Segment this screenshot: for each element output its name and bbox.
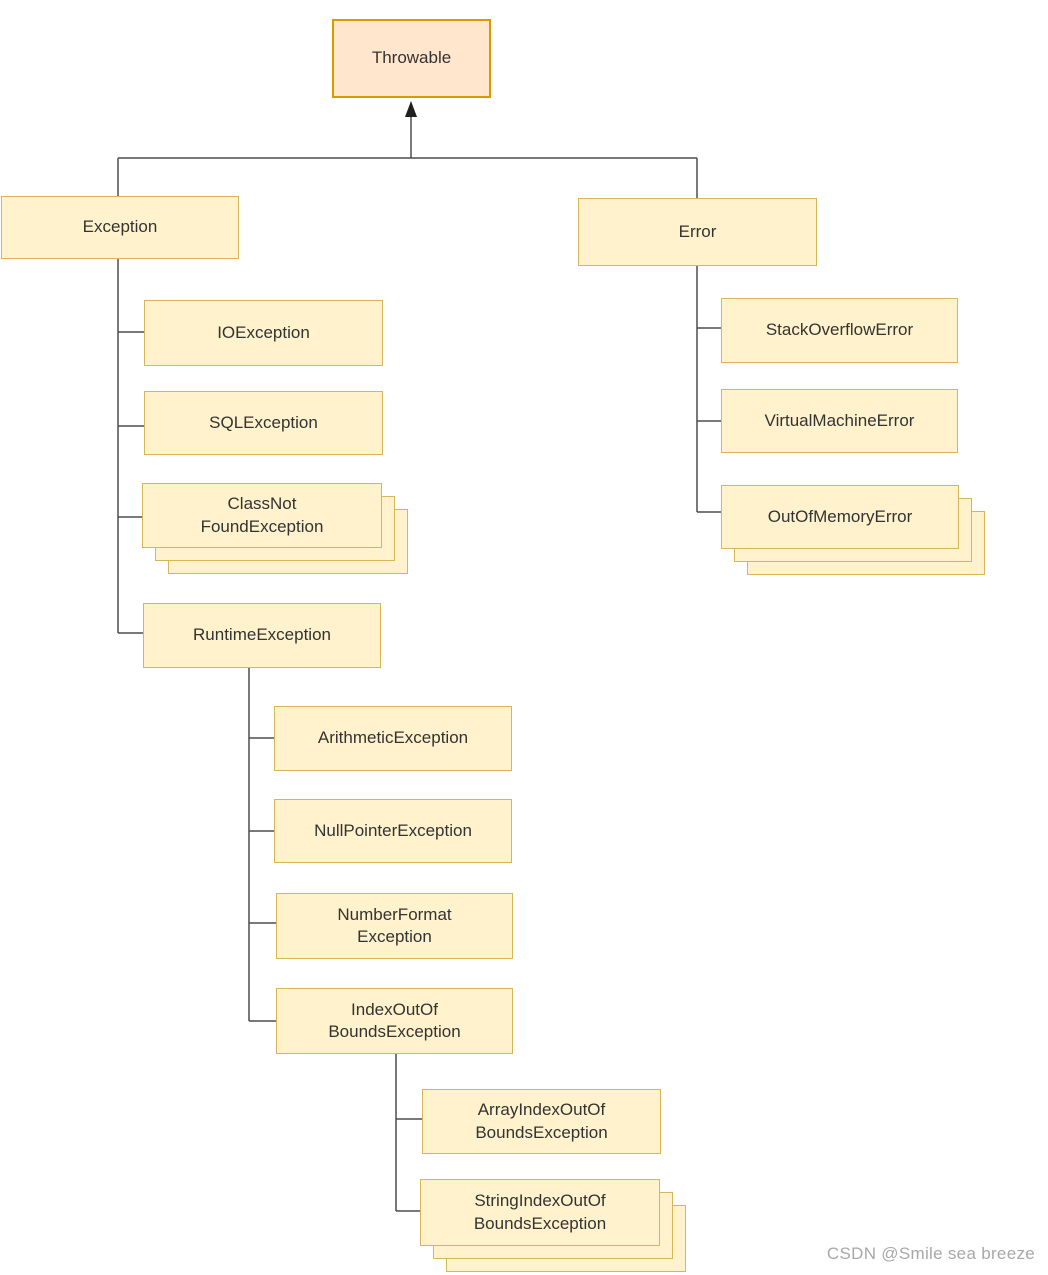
node-label: OutOfMemoryError bbox=[767, 506, 913, 526]
node-stackoverflowerror: StackOverflowError bbox=[721, 298, 958, 363]
node-nullpointerexception: NullPointerException bbox=[274, 799, 512, 863]
node-arrayindexoutofboundsexception: ArrayIndexOutOf BoundsException bbox=[422, 1089, 661, 1154]
node-indexoutofboundsexception: IndexOutOf BoundsException bbox=[276, 988, 513, 1054]
node-virtualmachineerror: VirtualMachineError bbox=[721, 389, 958, 453]
node-label: NumberFormat Exception bbox=[337, 904, 452, 946]
node-label: ClassNot FoundException bbox=[200, 494, 324, 536]
node-outofmemoryerror: OutOfMemoryError bbox=[721, 485, 985, 575]
edge-indexoutofbounds-children bbox=[395, 1054, 422, 1212]
node-label: IOException bbox=[217, 322, 310, 342]
node-error: Error bbox=[578, 198, 817, 266]
stacked-card-front: StringIndexOutOf BoundsException bbox=[420, 1179, 660, 1246]
node-label: StringIndexOutOf BoundsException bbox=[473, 1191, 607, 1233]
stacked-card-front: OutOfMemoryError bbox=[721, 485, 959, 549]
node-label: NullPointerException bbox=[314, 820, 472, 840]
node-label: Error bbox=[678, 221, 717, 241]
node-runtimeexception: RuntimeException bbox=[143, 603, 381, 668]
node-label: RuntimeException bbox=[193, 625, 331, 645]
node-ioexception: IOException bbox=[144, 300, 383, 366]
node-numberformatexception: NumberFormat Exception bbox=[276, 893, 513, 959]
node-label: SQLException bbox=[209, 412, 318, 432]
node-exception: Exception bbox=[1, 196, 239, 259]
node-label: Exception bbox=[82, 217, 158, 237]
stacked-card-front: ClassNot FoundException bbox=[142, 483, 382, 548]
node-label: VirtualMachineError bbox=[764, 410, 915, 430]
csdn-watermark: CSDN @Smile sea breeze bbox=[826, 1244, 1035, 1263]
edge-error-children bbox=[696, 266, 721, 513]
node-label: ArithmeticException bbox=[317, 728, 469, 748]
node-sqlexception: SQLException bbox=[144, 391, 383, 455]
edge-exception-children bbox=[117, 259, 144, 634]
node-arithmeticexception: ArithmeticException bbox=[274, 706, 512, 771]
node-throwable: Throwable bbox=[332, 19, 491, 98]
node-label: StackOverflowError bbox=[765, 320, 914, 340]
node-classnotfoundexception: ClassNot FoundException bbox=[142, 483, 408, 574]
node-stringindexoutofboundsexception: StringIndexOutOf BoundsException bbox=[420, 1179, 686, 1272]
edge-throwable-children bbox=[117, 101, 698, 198]
edge-runtime-children bbox=[248, 668, 276, 1022]
node-label: IndexOutOf BoundsException bbox=[328, 999, 461, 1041]
node-label: ArrayIndexOutOf BoundsException bbox=[475, 1100, 608, 1142]
node-label: Throwable bbox=[371, 48, 452, 68]
arrow-up-head-icon bbox=[405, 101, 417, 117]
